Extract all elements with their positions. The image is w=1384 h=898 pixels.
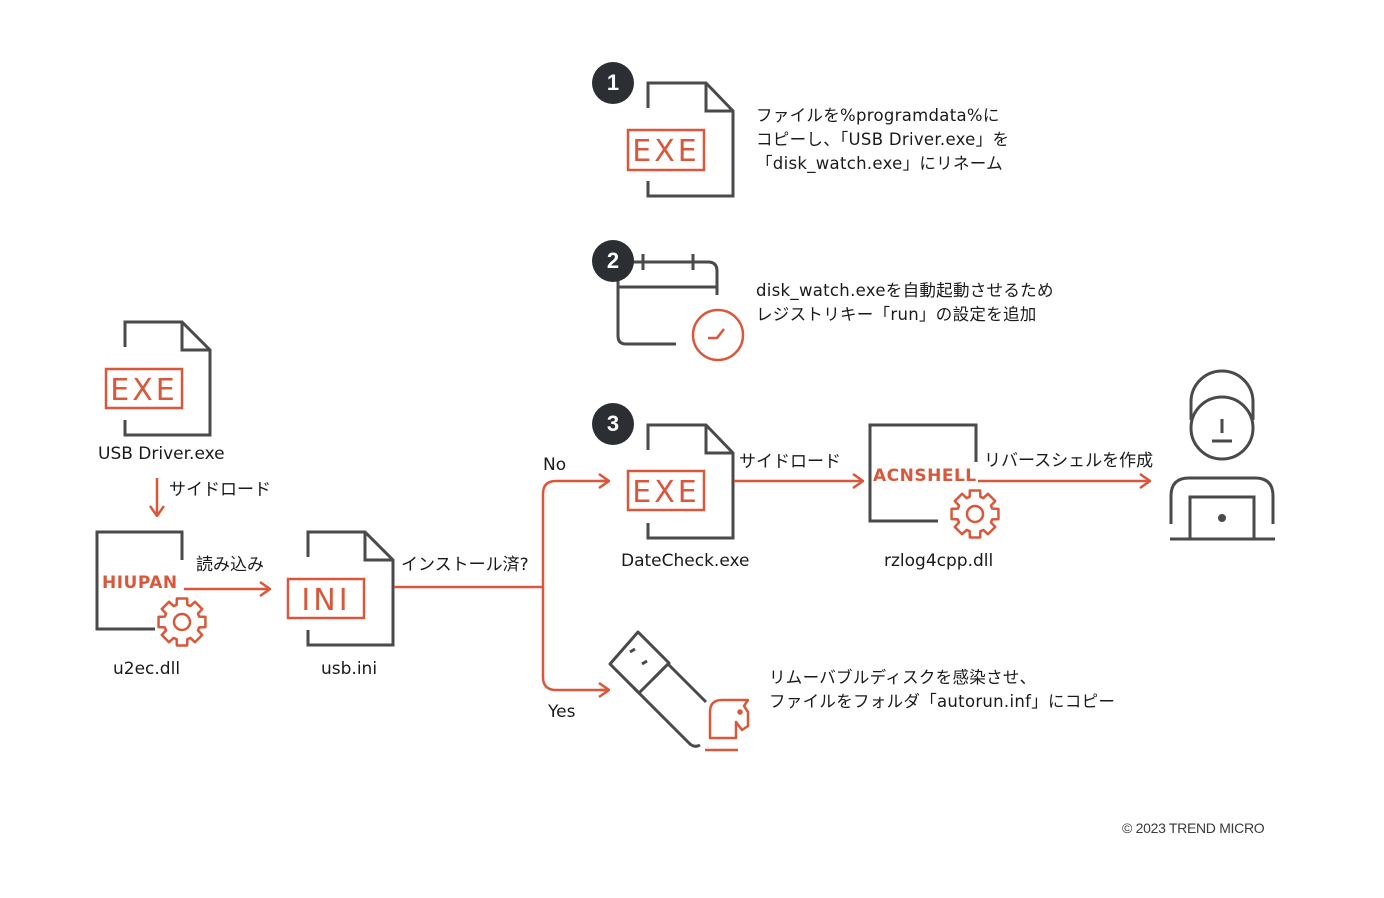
trojan-horse-icon <box>705 698 750 752</box>
step-2-line-1: disk_watch.exeを自動起動させるため <box>756 281 1054 300</box>
step-2-line-2: レジストリキー「run」の設定を追加 <box>756 305 1037 324</box>
step1-exe-text: EXE <box>632 134 699 169</box>
step-2-badge: 2 <box>592 240 634 282</box>
attacker-with-laptop-icon <box>1169 369 1275 541</box>
datecheck-exe-file-icon: EXE <box>626 423 735 540</box>
gear-outline <box>950 489 1000 539</box>
u2ec-dll-icon <box>95 530 184 631</box>
step1-exe-file-icon: EXE <box>626 81 735 198</box>
gear-outline <box>157 597 207 647</box>
usb-driver-exe-text: EXE <box>110 373 177 408</box>
usb-line-2: ファイルをフォルダ「autorun.inf」にコピー <box>769 692 1116 711</box>
branch-line <box>394 479 608 692</box>
calendar-clock-icon <box>616 254 745 362</box>
hiupan-tag: HIUPAN <box>102 573 178 593</box>
reverse-shell-label: リバースシェルを作成 <box>984 451 1154 471</box>
u2ec-label: u2ec.dll <box>113 659 181 679</box>
rzlog-gear-icon <box>949 488 1001 540</box>
rzlog-dll-icon <box>868 423 978 523</box>
sideload-label-2: サイドロード <box>739 452 841 472</box>
step-1-badge: 1 <box>592 62 634 104</box>
usb-driver-label: USB Driver.exe <box>98 444 225 464</box>
usb-description: リムーバブルディスクを感染させ、 ファイルをフォルダ「autorun.inf」に… <box>769 666 1115 714</box>
sideload-label-1: サイドロード <box>169 480 271 500</box>
u2ec-gear-icon <box>156 596 208 648</box>
usb-line-1: リムーバブルディスクを感染させ、 <box>769 668 1037 687</box>
rzlog-label: rzlog4cpp.dll <box>884 551 994 571</box>
installed-question-label: インストール済? <box>401 555 529 575</box>
gear-hub <box>172 612 192 632</box>
yes-label: Yes <box>548 702 576 722</box>
usb-driver-exe-file-icon: EXE <box>104 320 212 437</box>
usb-stick-icon <box>608 630 708 748</box>
step-1-line-2: コピーし、「USB Driver.exe」を <box>756 130 1010 149</box>
gear-hub <box>965 504 985 524</box>
read-label: 読み込み <box>196 555 264 575</box>
datecheck-label: DateCheck.exe <box>621 551 750 571</box>
step-1-line-3: 「disk_watch.exe」にリネーム <box>756 154 1003 173</box>
step-3-badge: 3 <box>592 403 634 445</box>
acnshell-tag: ACNSHELL <box>873 466 977 486</box>
usb-ini-file-icon: INI <box>286 530 395 647</box>
step-1-description: ファイルを%programdata%に コピーし、「USB Driver.exe… <box>756 104 1009 176</box>
usb-ini-text: INI <box>301 583 350 618</box>
step-2-description: disk_watch.exeを自動起動させるため レジストリキー「run」の設定… <box>756 279 1054 327</box>
datecheck-exe-text: EXE <box>632 475 699 510</box>
copyright: © 2023 TREND MICRO <box>1122 820 1265 836</box>
no-label: No <box>543 455 567 475</box>
step-1-line-1: ファイルを%programdata%に <box>756 106 1000 125</box>
usb-ini-label: usb.ini <box>321 659 378 679</box>
